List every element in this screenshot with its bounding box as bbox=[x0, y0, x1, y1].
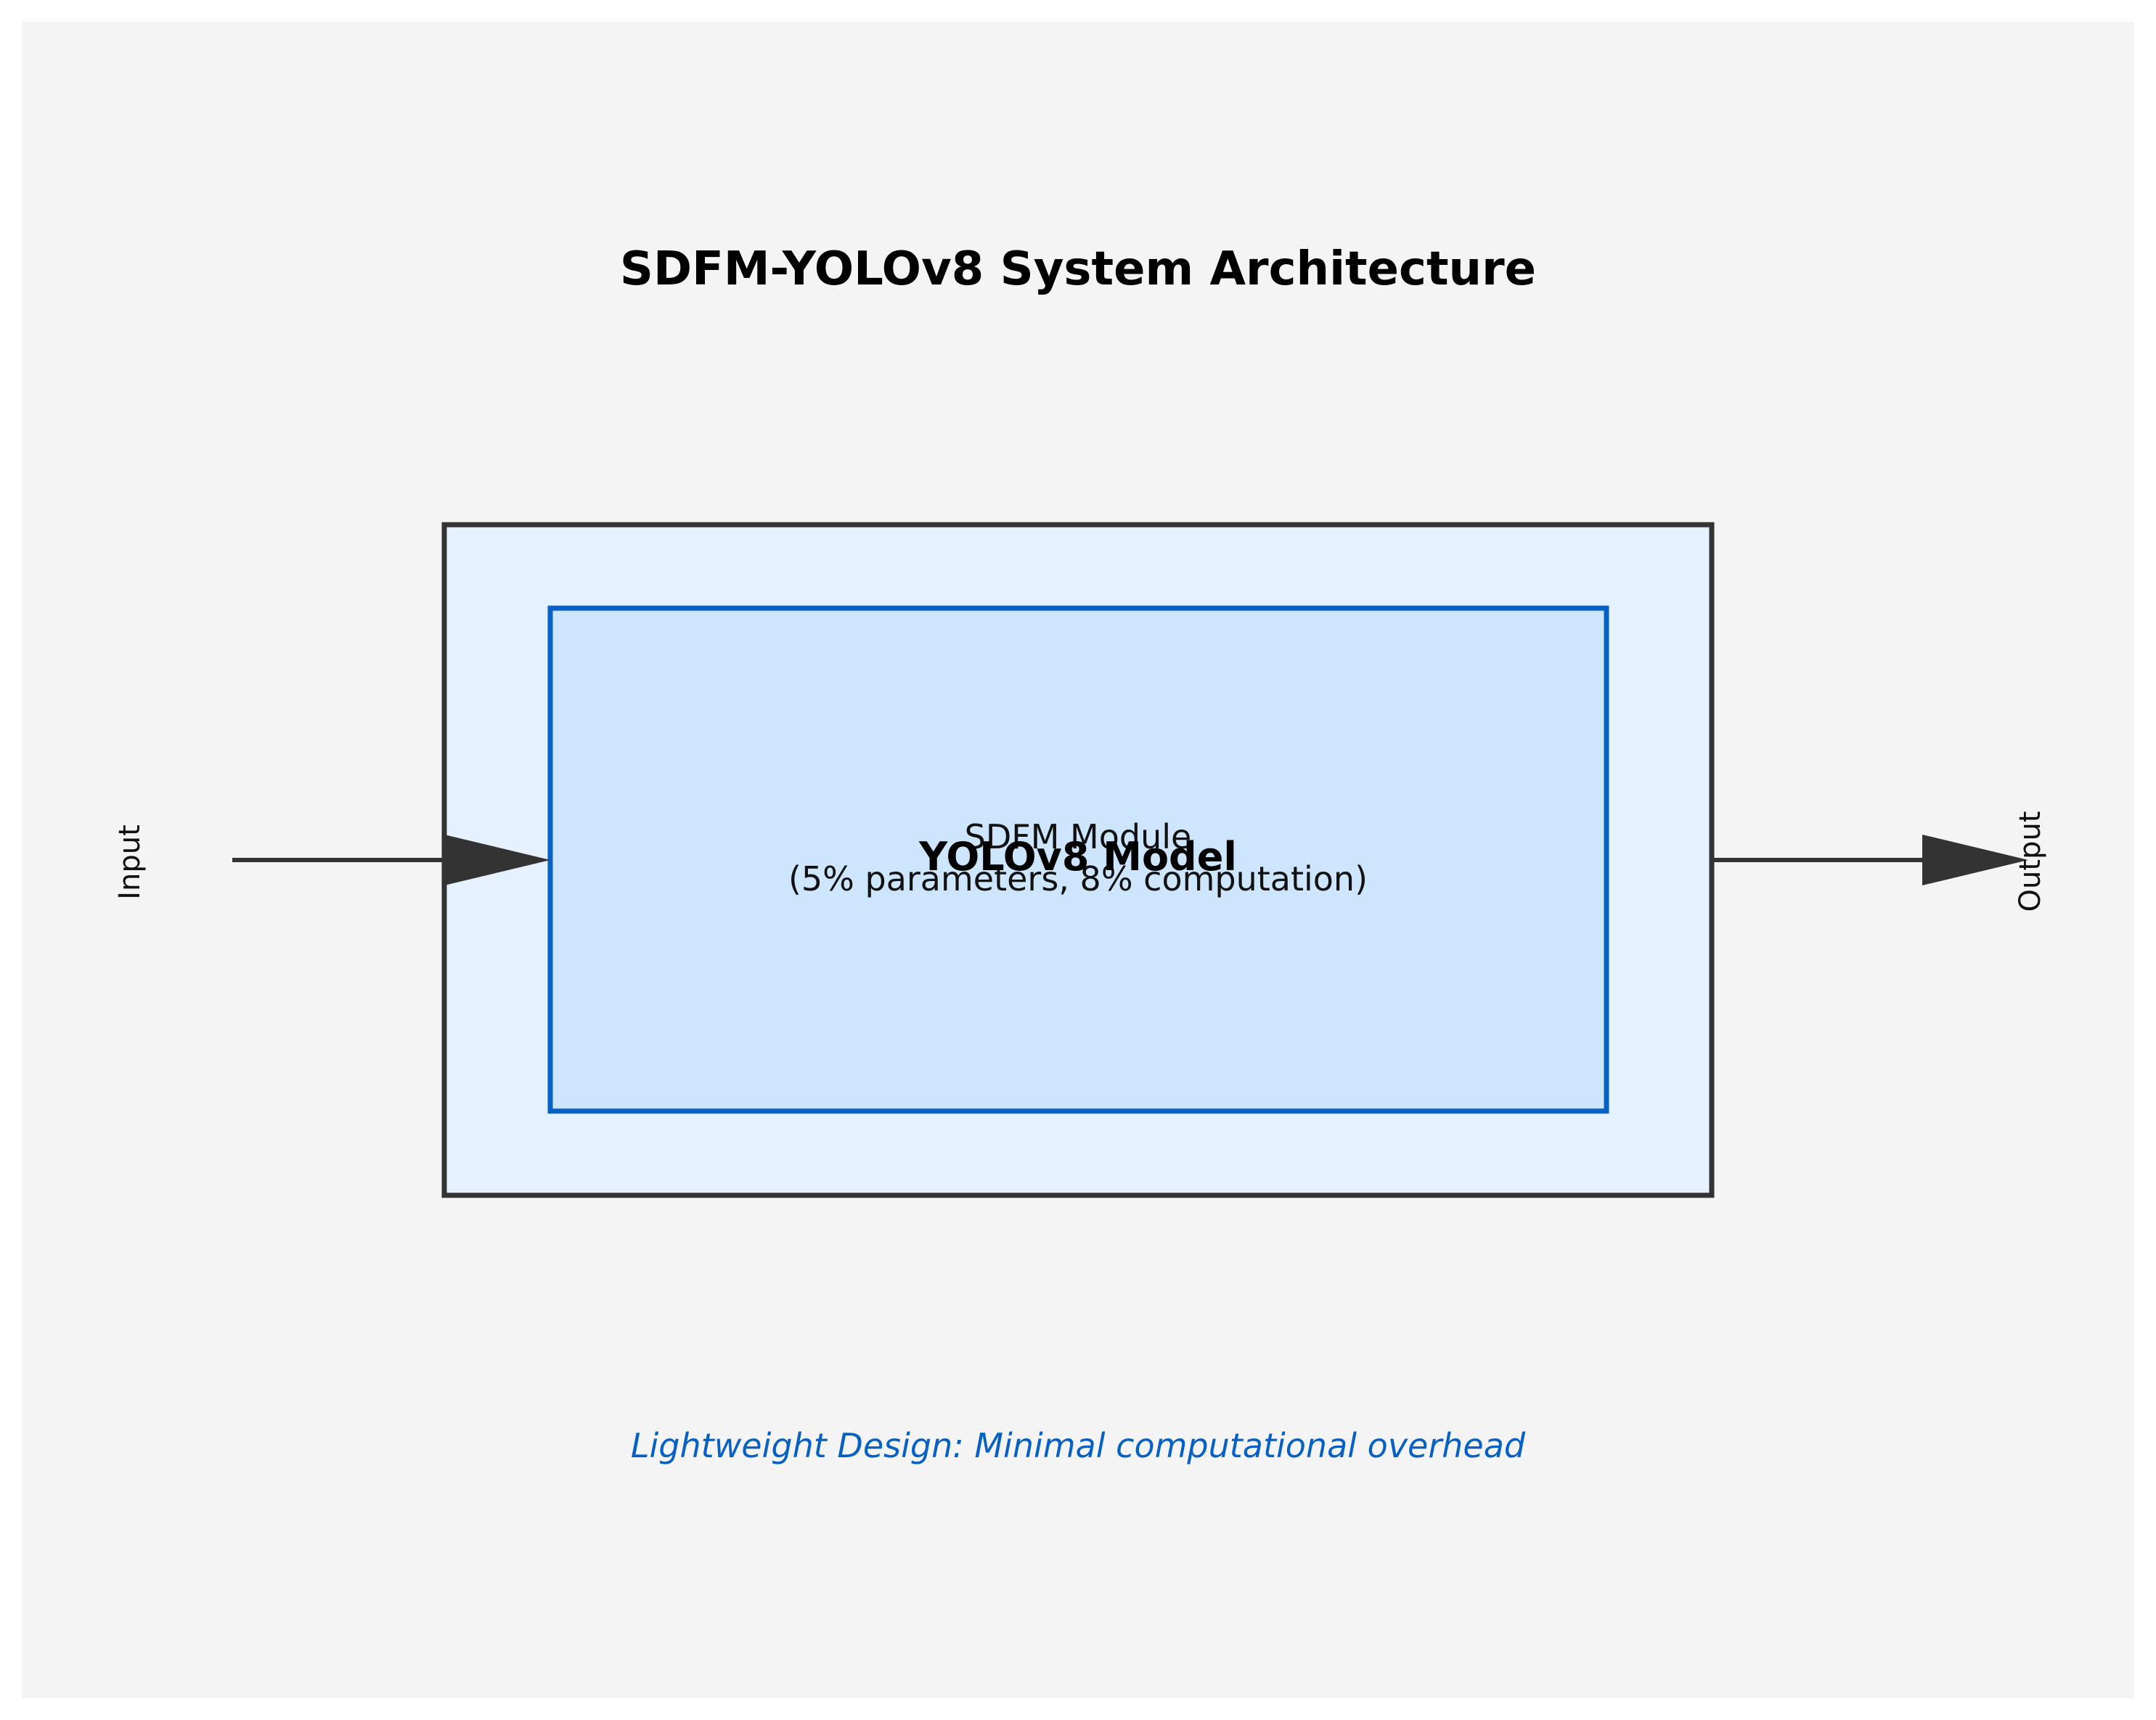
design-note: Lightweight Design: Minimal computationa… bbox=[631, 1426, 1526, 1465]
output-arrowhead bbox=[1922, 835, 2028, 885]
sdfm-module-stats: (5% parameters, 8% computation) bbox=[788, 859, 1368, 898]
output-label: Output bbox=[2014, 811, 2047, 912]
input-label: Input bbox=[113, 824, 147, 900]
sdfm-module-box bbox=[547, 605, 1609, 1114]
input-arrowhead bbox=[444, 835, 550, 885]
diagram-title: SDFM-YOLOv8 System Architecture bbox=[620, 242, 1536, 296]
yolov8-model-label: YOLOv8 Model bbox=[918, 834, 1237, 880]
sdfm-module-label: SDFM Module bbox=[965, 817, 1192, 856]
